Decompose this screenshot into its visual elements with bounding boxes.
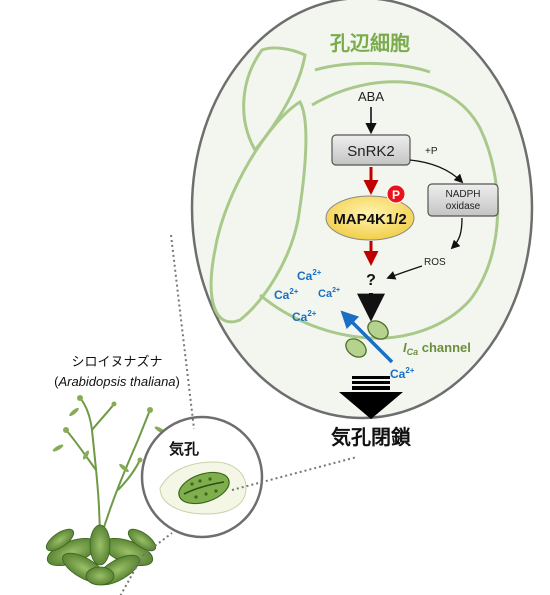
nadph-to-ros-arrow	[450, 217, 463, 250]
ca-ion-1: Ca2+	[297, 268, 322, 283]
channel-subunit-left	[345, 338, 367, 358]
unknown-factor: ?	[366, 272, 376, 289]
plant-name-japanese: シロイヌナズナ	[71, 354, 162, 370]
phosphate-badge-label: P	[392, 188, 400, 202]
snrk2-to-nadph-arrow	[409, 159, 464, 184]
ros-label: ROS	[424, 257, 446, 268]
map4k-label: MAP4K1/2	[333, 211, 406, 228]
ica-channel-label: ICa channel	[403, 340, 471, 357]
plant-name-latin: (Arabidopsis thaliana)	[54, 374, 180, 389]
ca-ion-3: Ca2+	[318, 287, 340, 300]
aba-label: ABA	[358, 89, 384, 104]
ca-ion-4: Ca2+	[292, 309, 317, 324]
phosphate-badge	[386, 184, 406, 204]
snrk2-label: SnRK2	[347, 143, 395, 160]
nadph-label-line1: NADPH	[445, 189, 480, 200]
snrk2-box	[331, 134, 411, 166]
cell-title: 孔辺細胞	[330, 31, 410, 55]
stomatal-closure-label: 気孔閉鎖	[331, 425, 412, 449]
channel-subunit-right	[367, 320, 389, 340]
stoma-label: 気孔	[169, 440, 199, 458]
ca-ion-outside: Ca2+	[390, 366, 415, 381]
ca-influx-arrow	[340, 310, 394, 364]
ca-ion-2: Ca2+	[274, 287, 299, 302]
ros-to-unknown-arrow	[386, 265, 423, 280]
ca-ions-cluster: Ca2+ Ca2+ Ca2+ Ca2+	[274, 268, 340, 324]
stoma-illustration	[159, 461, 247, 515]
map4k-node	[325, 195, 415, 241]
nadph-label-line2: oxidase	[446, 201, 481, 212]
phosphorylation-label: +P	[425, 146, 438, 157]
nadph-oxidase-box	[427, 183, 499, 217]
arabidopsis-plant-illustration	[45, 395, 166, 586]
closure-arrow	[339, 376, 403, 419]
cell-walls	[209, 46, 500, 340]
zoom-connector-lines	[119, 234, 358, 595]
